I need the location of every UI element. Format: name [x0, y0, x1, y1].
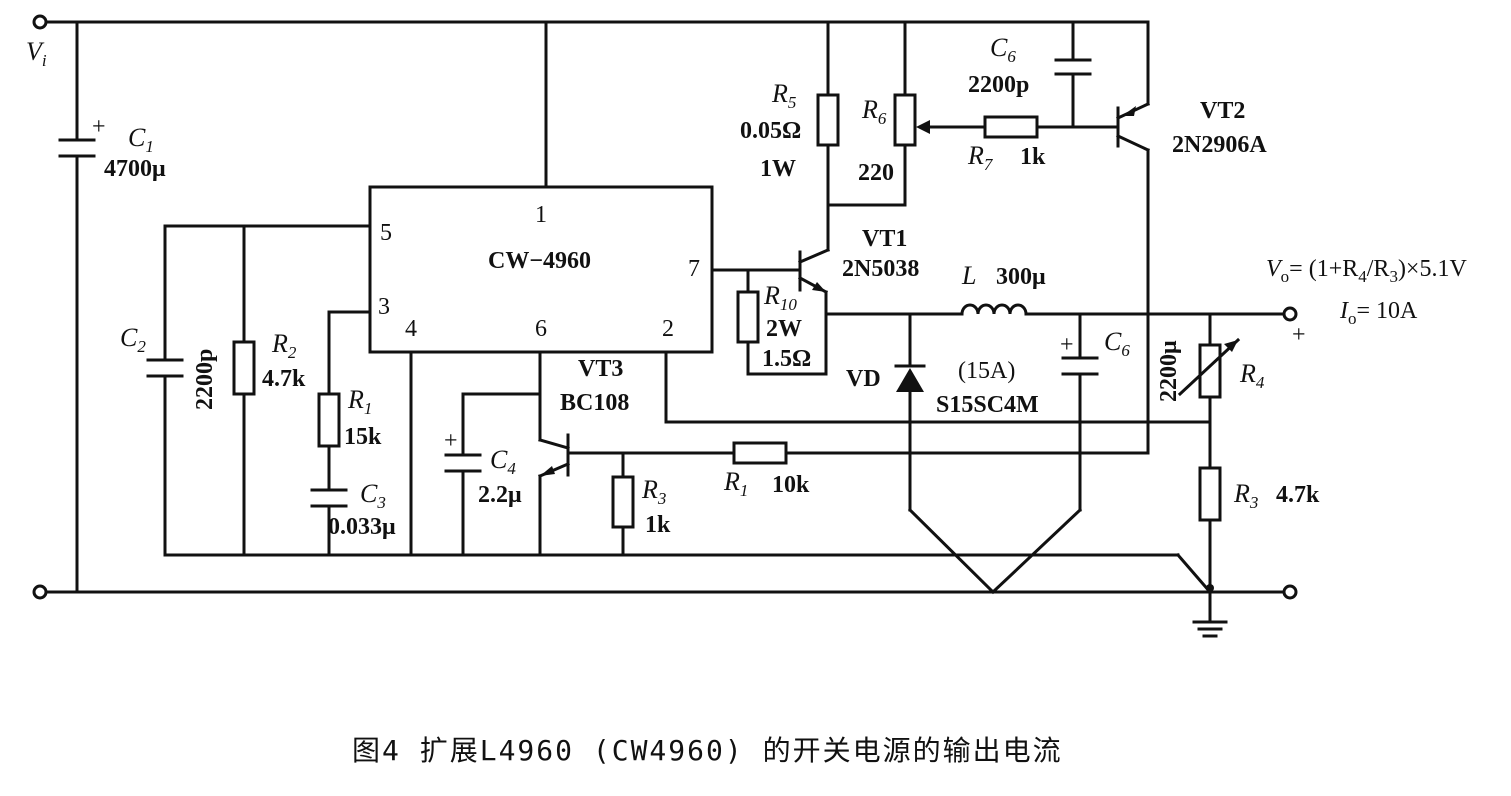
vt2-name: VT2	[1200, 98, 1245, 124]
vt2-emitter-arrow	[1122, 106, 1136, 116]
r7-value: 1k	[1020, 144, 1046, 170]
inductor-value: 300μ	[996, 264, 1046, 290]
r1b-label: R1	[723, 467, 748, 500]
vd-rating: (15A)	[958, 358, 1015, 384]
r4-variable-arrow-head	[1224, 340, 1238, 352]
c6b-value: 2200μ	[1156, 340, 1182, 402]
r5-resistor	[816, 93, 840, 147]
output-terminal-positive	[1282, 306, 1298, 322]
io-value: Io= 10A	[1339, 298, 1418, 328]
input-terminal-positive	[32, 14, 48, 30]
r4-variable-arrow-shaft	[1177, 337, 1241, 397]
inductor-coil	[960, 303, 1028, 316]
inductor-label: L	[961, 261, 976, 290]
vt3-name: VT3	[578, 356, 623, 382]
c4-label: C4	[490, 445, 516, 478]
vd-part: S15SC4M	[936, 392, 1039, 418]
ic-pin-4: 4	[405, 316, 417, 342]
c4-polarity: +	[444, 428, 458, 454]
inner-ground-link	[1175, 552, 1213, 595]
r6-value: 220	[858, 160, 894, 186]
ground-junction	[1206, 584, 1214, 592]
r3b-value: 4.7k	[1276, 482, 1320, 508]
c6a-label: C6	[990, 33, 1016, 66]
c1-polarity: +	[92, 114, 106, 140]
ic-pin-2: 2	[662, 316, 674, 342]
ic-pin-1: 1	[535, 202, 547, 228]
vt3-collector	[538, 438, 570, 450]
r5-value: 0.05Ω	[740, 118, 801, 144]
vt1-part: 2N5038	[842, 256, 919, 282]
output-plus-sign: +	[1292, 322, 1306, 348]
r6-wiper-arrow	[916, 120, 930, 134]
vd-ground-link	[907, 507, 996, 595]
vo-formula: Vo= (1+R4/R3)×5.1V	[1266, 256, 1467, 286]
ic-pin-7: 7	[688, 256, 700, 282]
c3-label: C3	[360, 479, 386, 512]
r2-resistor	[232, 340, 256, 396]
r2-label: R2	[271, 329, 297, 362]
r5-power: 1W	[760, 156, 796, 182]
r3a-resistor	[611, 475, 635, 529]
c1-label: C1	[128, 123, 154, 156]
r3b-resistor	[1198, 466, 1222, 522]
r1a-value: 15k	[344, 424, 382, 450]
ic-name: CW−4960	[488, 248, 591, 274]
r1a-label: R1	[347, 385, 372, 418]
vt2-part: 2N2906A	[1172, 132, 1267, 158]
c6b-label: C6	[1104, 327, 1130, 360]
ic-pin-3: 3	[378, 294, 390, 320]
r7-label: R7	[967, 141, 994, 174]
vt2-collector	[1116, 134, 1150, 152]
r10-power: 2W	[766, 316, 802, 342]
r10-label: R10	[763, 281, 797, 314]
r6-resistor	[893, 93, 917, 147]
r4-label: R4	[1239, 359, 1265, 392]
c4-value: 2.2μ	[478, 482, 522, 508]
vt1-collector	[798, 248, 830, 264]
input-terminal-negative	[32, 584, 48, 600]
r3a-label: R3	[641, 475, 666, 508]
ic-pin-6: 6	[535, 316, 547, 342]
vt1-name: VT1	[862, 226, 907, 252]
output-terminal-negative	[1282, 584, 1298, 600]
vi-label: Vi	[26, 37, 47, 70]
c6b-polarity: +	[1060, 332, 1074, 358]
vt3-part: BC108	[560, 390, 629, 416]
r1a-resistor	[317, 392, 341, 448]
r2-value: 4.7k	[262, 366, 306, 392]
vt1-emitter-arrow	[812, 282, 826, 292]
vt3-emitter-arrow	[540, 466, 555, 476]
r10-resistor	[736, 290, 760, 344]
r5-label: R5	[771, 79, 796, 112]
c3-value: 0.033μ	[328, 514, 396, 540]
r7-resistor	[983, 115, 1039, 139]
r6-label: R6	[861, 95, 887, 128]
c1-value: 4700μ	[104, 156, 166, 182]
ic-pin-5: 5	[380, 220, 392, 246]
c2-value: 2200p	[192, 349, 218, 410]
r1b-value: 10k	[772, 472, 810, 498]
r10-value: 1.5Ω	[762, 346, 811, 372]
r1b-resistor	[732, 441, 788, 465]
vd-name: VD	[846, 366, 881, 392]
figure-caption: 图4 扩展L4960 (CW4960) 的开关电源的输出电流	[352, 734, 1063, 767]
c6a-value: 2200p	[968, 72, 1029, 98]
r3a-value: 1k	[645, 512, 671, 538]
c6b-ground-link	[990, 507, 1083, 595]
vd-body	[896, 368, 924, 392]
c2-label: C2	[120, 323, 146, 356]
r3b-label: R3	[1233, 479, 1258, 512]
